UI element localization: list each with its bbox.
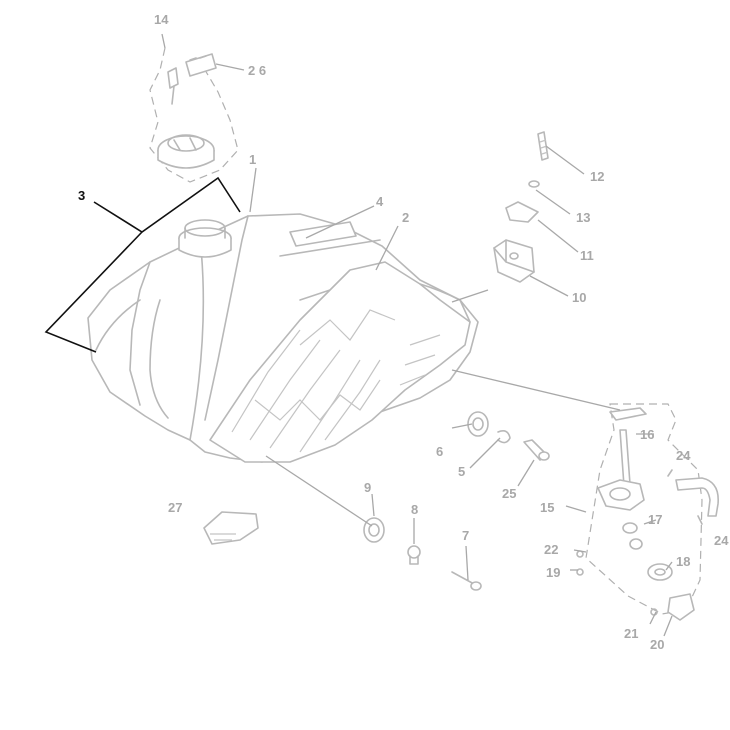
lock-26[interactable] — [185, 53, 217, 77]
bolt-7[interactable] — [451, 571, 482, 591]
callout-12[interactable]: 12 — [590, 169, 604, 184]
leader-lines — [161, 33, 673, 637]
side-graphic-2[interactable] — [209, 261, 471, 463]
bolt-25[interactable] — [523, 439, 550, 461]
callout-16[interactable]: 16 — [640, 427, 654, 442]
highlight-bracket-3 — [44, 176, 241, 353]
tank-decal-4[interactable] — [289, 221, 357, 247]
callout-labels: 1 2 3 4 5 6 7 8 9 10 11 12 13 14 15 16 1… — [78, 12, 729, 652]
clip-5[interactable] — [497, 430, 511, 444]
callout-8[interactable]: 8 — [411, 502, 418, 517]
callout-1[interactable]: 1 — [249, 152, 256, 167]
callout-25[interactable]: 25 — [502, 486, 516, 501]
callout-20[interactable]: 20 — [650, 637, 664, 652]
filler-neck — [178, 219, 232, 258]
grommet-9[interactable] — [363, 517, 385, 543]
callout-7[interactable]: 7 — [462, 528, 469, 543]
callout-18[interactable]: 18 — [676, 554, 690, 569]
fuel-cap-assembly[interactable] — [149, 47, 239, 183]
callout-27[interactable]: 27 — [168, 500, 182, 515]
damper-10[interactable] — [493, 239, 535, 283]
callout-24a[interactable]: 24 — [676, 448, 691, 463]
callout-13[interactable]: 13 — [576, 210, 590, 225]
callout-22[interactable]: 22 — [544, 542, 558, 557]
bolt-12[interactable] — [537, 131, 549, 161]
callout-11[interactable]: 11 — [580, 248, 594, 263]
fuel-cock-assembly[interactable] — [576, 403, 703, 621]
callout-2[interactable]: 2 — [402, 210, 409, 225]
callout-24b[interactable]: 24 — [714, 533, 729, 548]
callout-19[interactable]: 19 — [546, 565, 560, 580]
callout-21[interactable]: 21 — [624, 626, 638, 641]
callout-17[interactable]: 17 — [648, 512, 662, 527]
callout-5[interactable]: 5 — [458, 464, 465, 479]
callout-15[interactable]: 15 — [540, 500, 554, 515]
collar-8[interactable] — [407, 545, 421, 565]
callout-4[interactable]: 4 — [376, 194, 384, 209]
bracket-11[interactable] — [505, 201, 539, 223]
pad-27[interactable] — [203, 511, 259, 545]
callout-3[interactable]: 3 — [78, 188, 85, 203]
callout-9[interactable]: 9 — [364, 480, 371, 495]
key-14[interactable] — [167, 67, 179, 105]
callout-6[interactable]: 6 — [436, 444, 443, 459]
washer-13[interactable] — [528, 180, 540, 188]
callout-10[interactable]: 10 — [572, 290, 586, 305]
callout-26[interactable]: 2 6 — [248, 63, 266, 78]
callout-14[interactable]: 14 — [154, 12, 169, 27]
grommet-6[interactable] — [467, 411, 489, 437]
fuel-hose-24[interactable] — [667, 469, 719, 525]
